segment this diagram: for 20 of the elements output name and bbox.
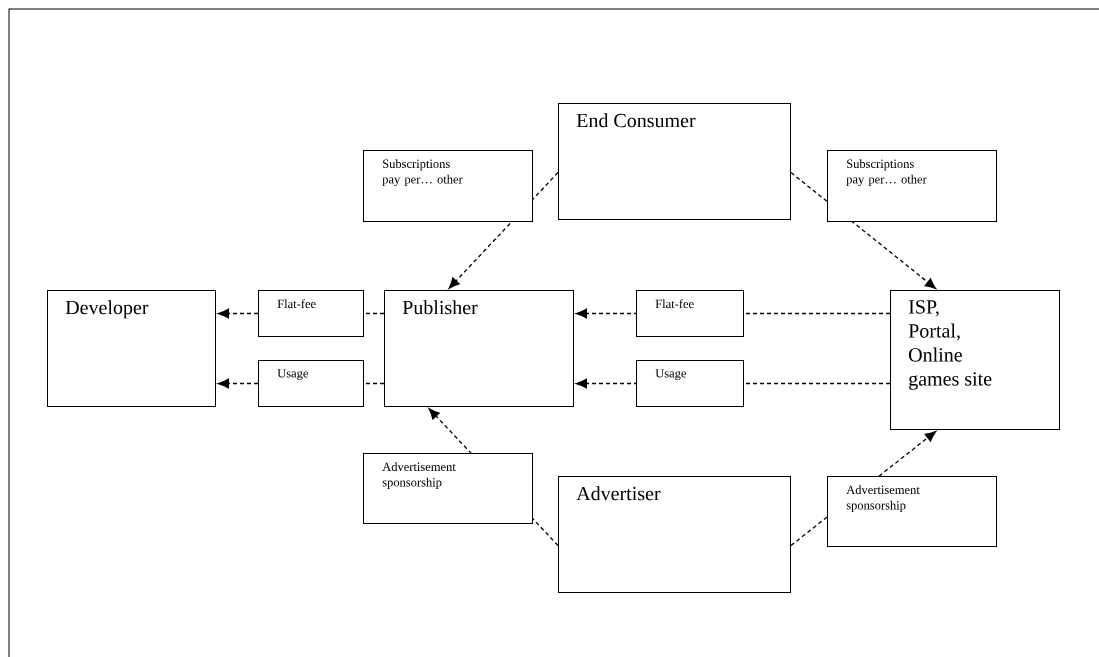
node-label: Publisher bbox=[402, 300, 478, 315]
arrow bbox=[448, 171, 559, 289]
edge-label: Subscriptions pay per… other bbox=[846, 159, 927, 187]
edge-label: Flat-fee bbox=[277, 299, 316, 309]
arrow bbox=[790, 171, 937, 290]
edge-label: Usage bbox=[655, 369, 687, 381]
party-box bbox=[384, 290, 574, 407]
node-label: ISP, Portal, Online games site bbox=[908, 300, 992, 390]
edge-label: Flat-fee bbox=[655, 299, 694, 309]
edge-label: Advertisement sponsorship bbox=[382, 462, 456, 490]
edge-label: Advertisement sponsorship bbox=[846, 485, 920, 513]
party-box bbox=[47, 290, 216, 407]
node-label: Developer bbox=[65, 300, 149, 319]
edge-label: Usage bbox=[277, 369, 309, 381]
party-box bbox=[890, 290, 1060, 430]
party-box bbox=[558, 103, 791, 220]
party-box bbox=[558, 476, 791, 593]
edge-label: Subscriptions pay per… other bbox=[382, 159, 463, 187]
node-label: End Consumer bbox=[576, 113, 696, 128]
node-label: Advertiser bbox=[576, 486, 661, 501]
